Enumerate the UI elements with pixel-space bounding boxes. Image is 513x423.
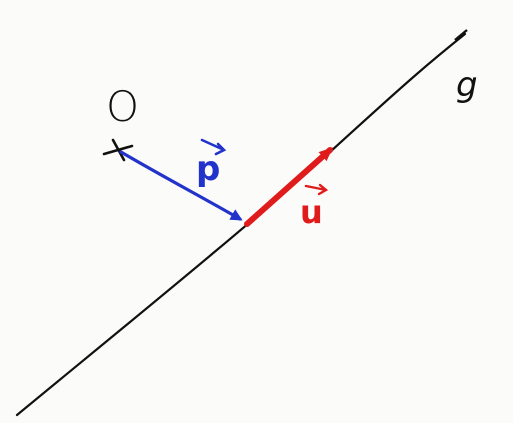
origin-label: O: [106, 82, 139, 131]
line-g: [15, 32, 467, 417]
line-g-end-tick: [454, 29, 468, 41]
direction-vector-label: u: [300, 193, 323, 231]
origin-cross-mark: [102, 138, 134, 162]
position-vector-label: p: [196, 149, 220, 189]
position-vector-overarrow: [200, 138, 227, 156]
direction-vector-arrow: [244, 147, 333, 227]
line-label: g: [456, 65, 478, 105]
position-vector-arrow: [119, 150, 243, 221]
direction-vector-overarrow: [304, 183, 329, 196]
